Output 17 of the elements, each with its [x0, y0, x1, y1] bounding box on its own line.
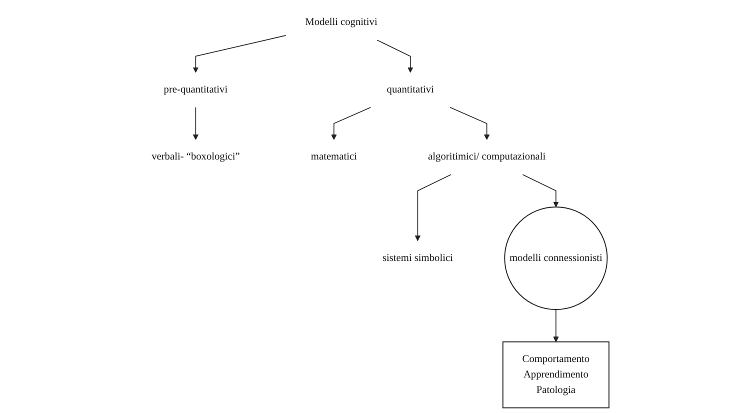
node-circle: modelli connessionisti: [504, 206, 608, 310]
arrow: [553, 309, 559, 342]
node-text: verbali- “boxologici”: [152, 151, 240, 162]
node-text: matematici: [310, 151, 357, 162]
arrow: [450, 106, 490, 140]
arrow: [522, 174, 559, 208]
arrow: [192, 106, 198, 140]
arrow: [414, 174, 452, 242]
node-text: quantitativi: [386, 84, 434, 96]
node-text: sistemi simbolici: [382, 252, 453, 264]
node-box: Comportamento Apprendimento Patologia: [502, 341, 610, 408]
node-text: Modelli cognitivi: [305, 16, 378, 28]
arrow: [331, 106, 372, 140]
arrow: [376, 40, 414, 73]
node-text: pre-quantitativi: [164, 84, 228, 96]
node-text: algoritimici/ computazionali: [428, 151, 546, 162]
arrow: [192, 35, 286, 73]
